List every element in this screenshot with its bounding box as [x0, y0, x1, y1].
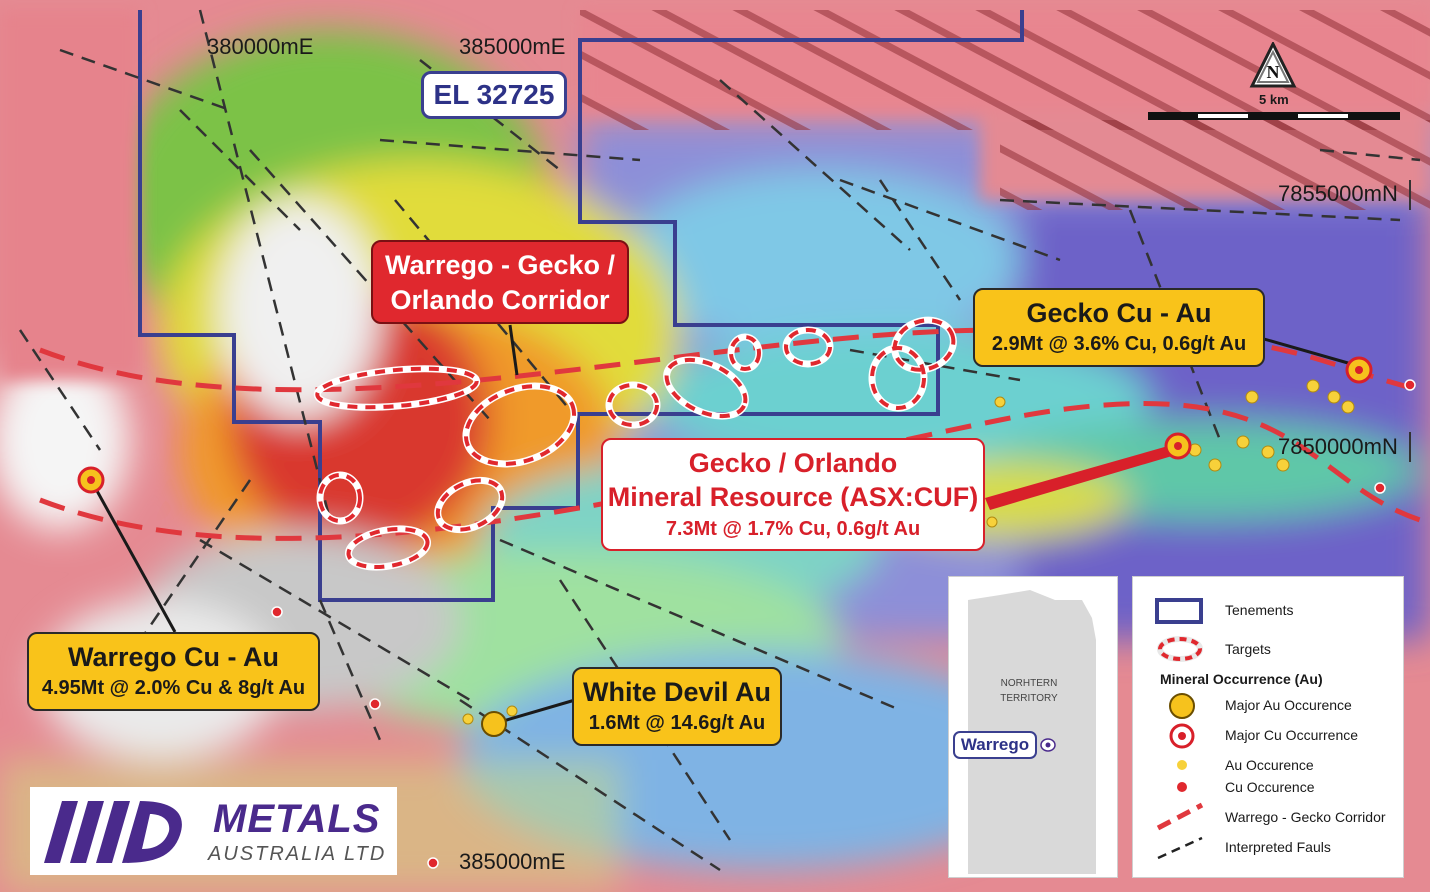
major-cu-ring-icon — [1169, 723, 1195, 749]
legend-item-corridor: Warrego - Gecko Corridor — [1225, 809, 1386, 825]
corridor-callout: Warrego - Gecko / Orlando Corridor — [371, 240, 629, 324]
corridor-callout-line1: Warrego - Gecko / — [384, 250, 616, 280]
major-au-dot-icon — [1169, 693, 1195, 719]
major-au-white-devil — [481, 711, 507, 737]
tenement-box-icon — [1155, 598, 1203, 624]
legend-section-title: Mineral Occurrence (Au) — [1160, 671, 1323, 687]
cu-occurrences — [271, 379, 1416, 869]
warrego-callout-detail: 4.95Mt @ 2.0% Cu & 8g/t Au — [41, 677, 306, 699]
resource-callout-line1: Gecko / Orlando — [688, 448, 898, 478]
white-devil-callout: White Devil Au 1.6Mt @ 14.6g/t Au — [572, 667, 782, 746]
easting-label-385000-top: 385000mE — [459, 34, 566, 59]
inset-territory-line2: TERRITORY — [1000, 693, 1058, 704]
scale-bar-label: 5 km — [1259, 92, 1289, 107]
north-arrow-icon: N — [1249, 42, 1297, 88]
scale-bar — [1148, 112, 1400, 120]
legend-item-au: Au Occurence — [1225, 757, 1314, 773]
north-arrow-letter: N — [1267, 62, 1280, 82]
corridor-dash-icon — [1156, 802, 1204, 831]
easting-label-380000: 380000mE — [207, 34, 314, 59]
logo-company-name: METALS — [213, 797, 381, 841]
fault-dash-icon — [1157, 836, 1203, 860]
legend-item-major-au: Major Au Occurence — [1225, 697, 1352, 713]
target-dashed-ellipse-icon — [1157, 636, 1203, 662]
inset-territory-line1: NORHTERN — [1000, 678, 1058, 689]
resource-callout-detail: 7.3Mt @ 1.7% Cu, 0.6g/t Au — [665, 518, 921, 540]
au-dot-icon — [1177, 760, 1187, 770]
targets — [313, 316, 957, 571]
cu-dot-icon — [1177, 782, 1187, 792]
northing-label-7855000: 7855000mN — [1278, 181, 1398, 206]
easting-label-385000-bottom: 385000mE — [459, 849, 566, 874]
legend-item-targets: Targets — [1225, 641, 1271, 657]
legend-item-tenements: Tenements — [1225, 602, 1294, 618]
legend-item-faults: Interpreted Fauls — [1225, 839, 1331, 855]
corridor-callout-line2: Orlando Corridor — [390, 285, 610, 315]
white-devil-callout-title: White Devil Au — [582, 677, 771, 707]
tenement-boundary — [138, 10, 1024, 602]
resource-callout-line2: Mineral Resource (ASX:CUF) — [607, 482, 979, 512]
logo-company-subtitle: AUSTRALIA LTD — [208, 843, 387, 865]
inset-nt-shape — [968, 590, 1096, 874]
tenement-label: EL 32725 — [421, 71, 567, 119]
major-cu-occurrences — [77, 356, 1373, 494]
northing-label-7850000: 7850000mN — [1278, 434, 1398, 459]
gecko-callout-title: Gecko Cu - Au — [1026, 298, 1212, 328]
legend-item-major-cu: Major Cu Occurrence — [1225, 727, 1359, 743]
inset-location-marker-icon — [1040, 738, 1056, 752]
legend-item-cu: Cu Occurence — [1225, 779, 1315, 795]
au-occurrences — [462, 379, 1355, 725]
gecko-callout: Gecko Cu - Au 2.9Mt @ 3.6% Cu, 0.6g/t Au — [973, 288, 1265, 367]
warrego-callout: Warrego Cu - Au 4.95Mt @ 2.0% Cu & 8g/t … — [27, 632, 320, 711]
legend-symbol-layer — [1155, 598, 1204, 860]
metals-logo-icon — [44, 801, 182, 863]
gecko-callout-detail: 2.9Mt @ 3.6% Cu, 0.6g/t Au — [991, 333, 1247, 355]
white-devil-callout-detail: 1.6Mt @ 14.6g/t Au — [588, 712, 766, 734]
inset-warrego-label: Warrego — [953, 731, 1037, 759]
resource-callout: Gecko / Orlando Mineral Resource (ASX:CU… — [601, 438, 985, 551]
warrego-callout-title: Warrego Cu - Au — [68, 642, 279, 672]
inset-territory-label: NORHTERN TERRITORY — [1000, 676, 1058, 706]
